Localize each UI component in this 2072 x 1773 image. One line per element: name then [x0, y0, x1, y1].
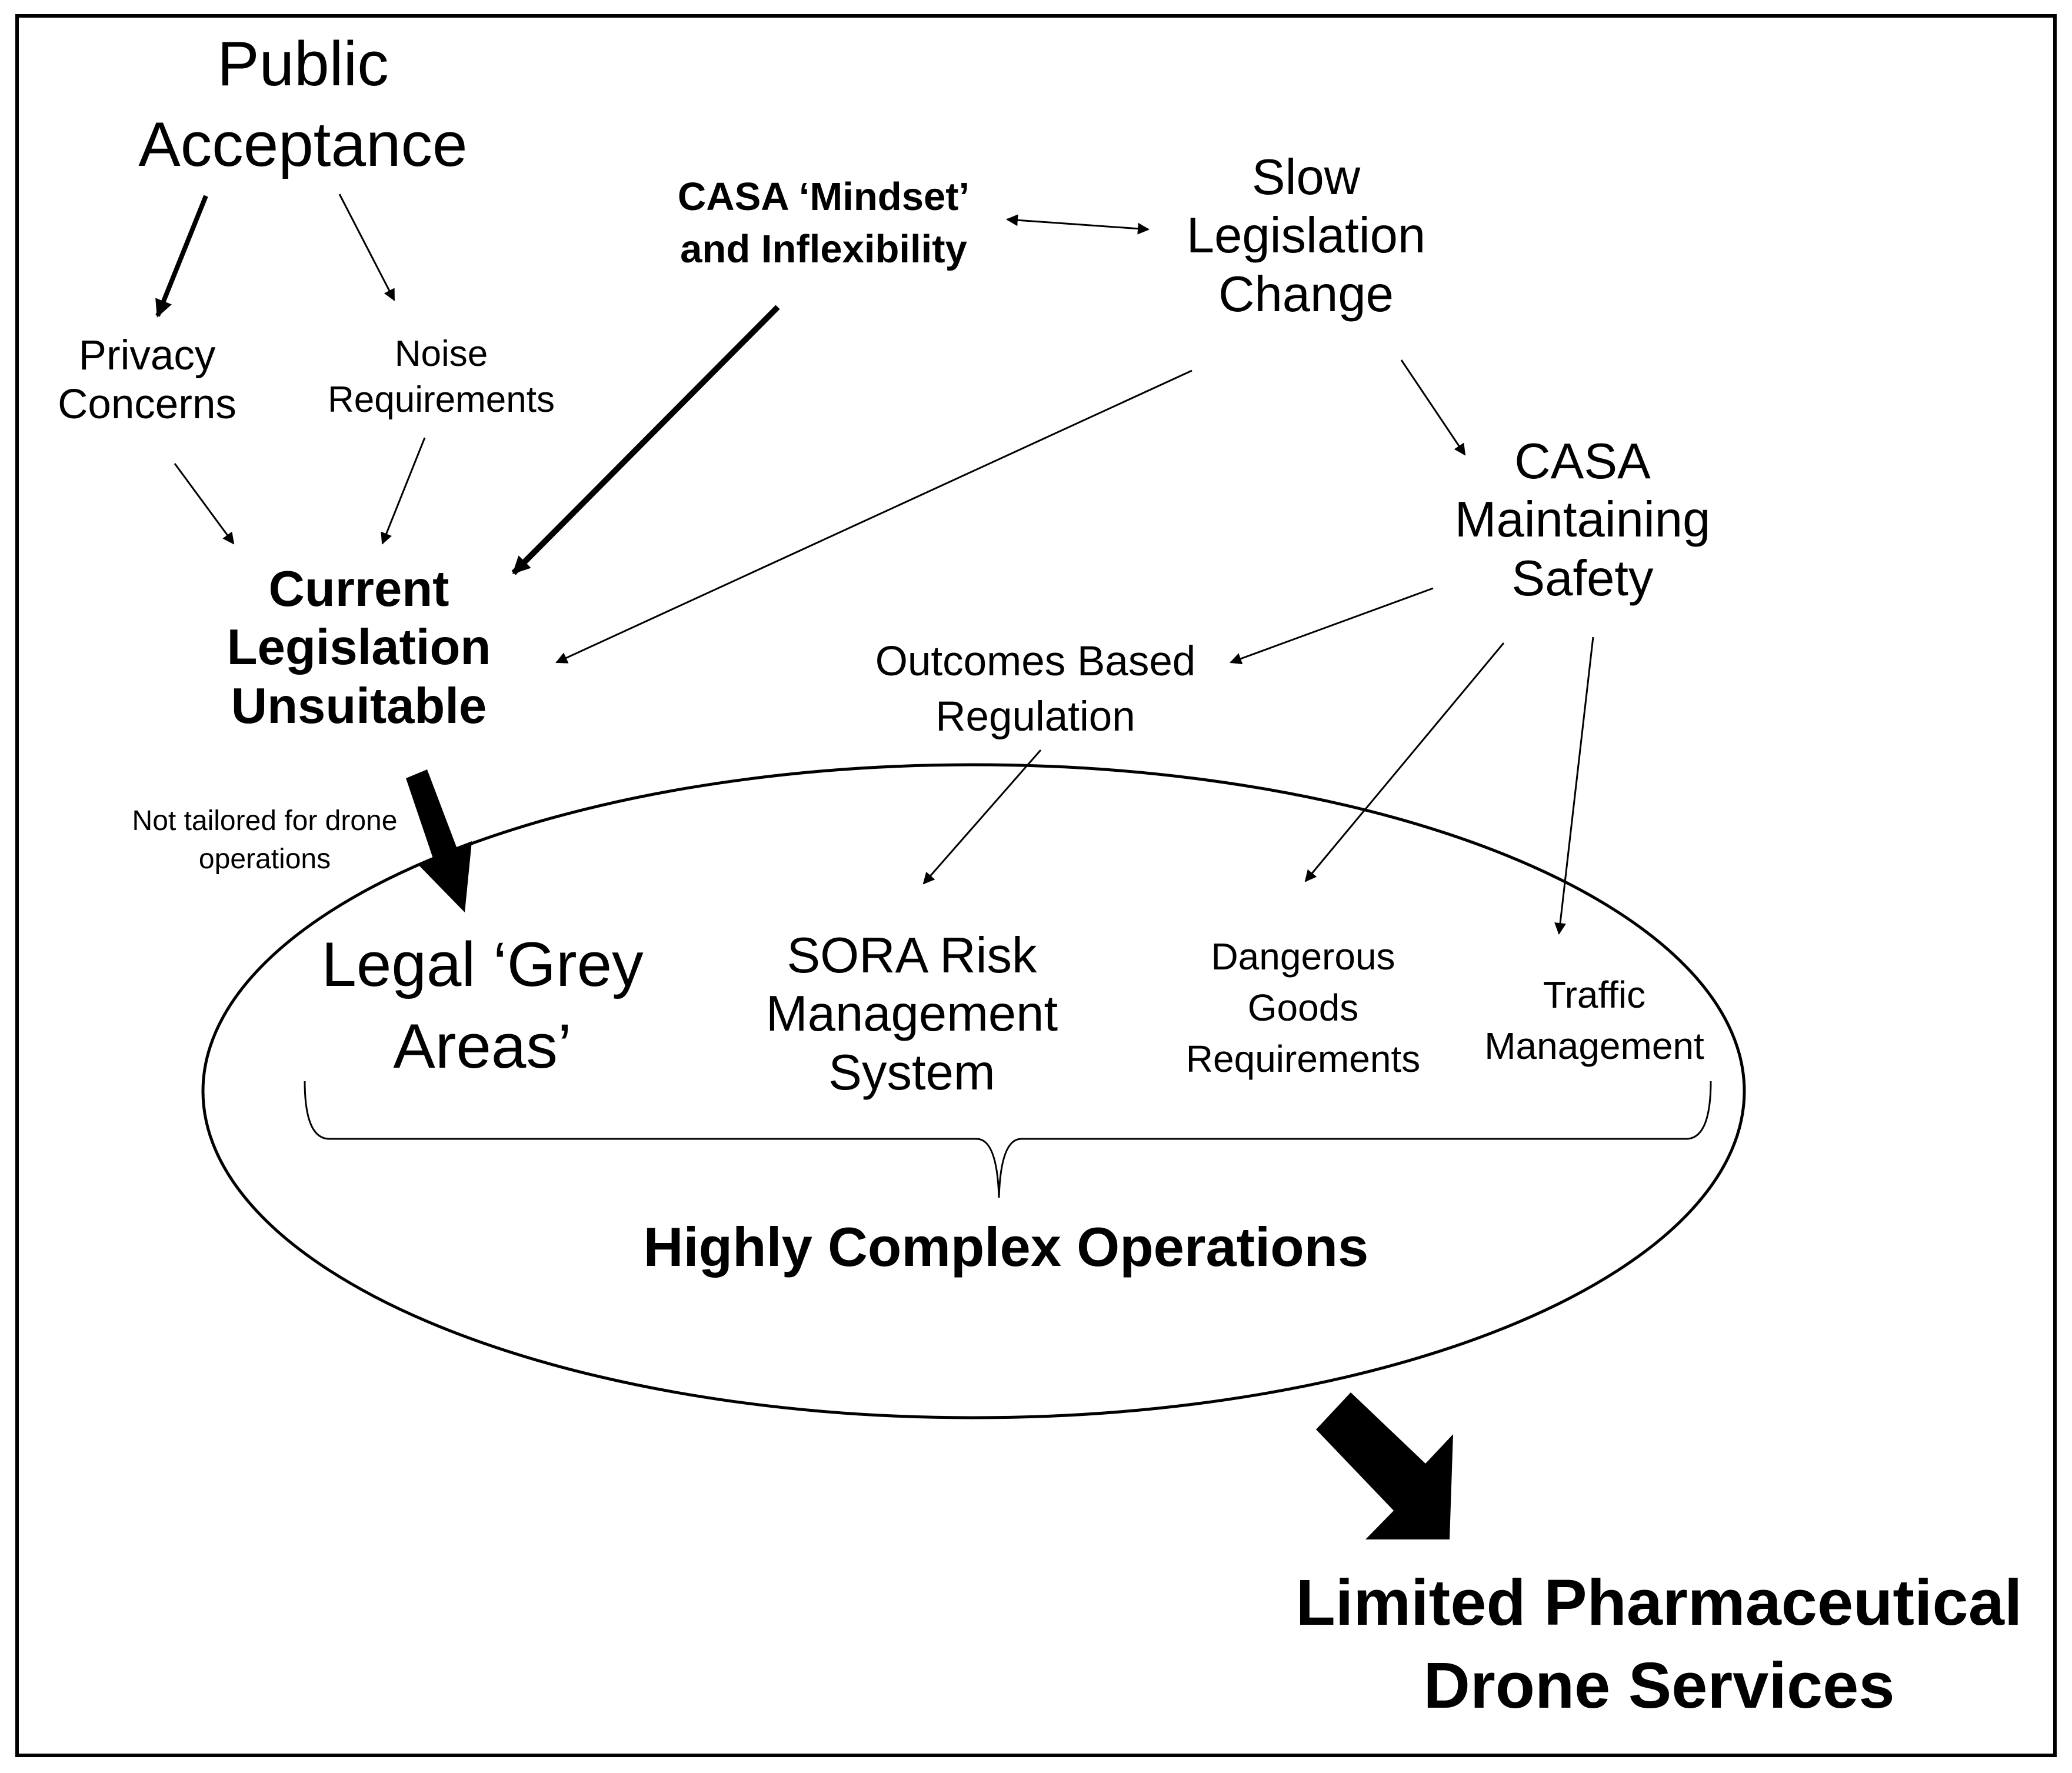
node-line: Privacy	[78, 332, 216, 379]
node-noise-requirements: Noise Requirements	[312, 331, 571, 423]
node-line: Acceptance	[138, 108, 468, 179]
node-casa-safety: CASA Maintaining Safety	[1388, 432, 1777, 608]
arrow-outcomes-to-sora	[922, 749, 1042, 885]
node-line: Drone Services	[1423, 1649, 1895, 1722]
node-line: Requirements	[1185, 1038, 1421, 1081]
node-line: Limited Pharmaceutical	[1295, 1567, 2023, 1639]
node-line: Unsuitable	[231, 678, 487, 734]
node-line: Public	[217, 28, 389, 99]
node-line: SORA Risk	[787, 928, 1037, 984]
node-line: Regulation	[935, 693, 1135, 740]
node-sora: SORA Risk Management System	[735, 927, 1088, 1102]
arrow-slow-to-safety	[1400, 359, 1466, 456]
node-line: Outcomes Based	[875, 638, 1196, 685]
node-public-acceptance: Public Acceptance	[68, 24, 538, 185]
node-dangerous-goods: Dangerous Goods Requirements	[1156, 931, 1450, 1085]
arrow-privacy-to-current	[174, 463, 235, 545]
node-line: Areas’	[393, 1011, 572, 1082]
node-line: Management	[765, 986, 1058, 1042]
node-line: Management	[1484, 1025, 1704, 1068]
node-line: Slow	[1251, 149, 1361, 205]
node-line: Safety	[1511, 550, 1654, 606]
arrow-noise-to-current	[381, 437, 426, 545]
grouping-brace	[304, 1081, 1712, 1198]
node-line: Current	[268, 561, 449, 617]
node-slow-legislation: Slow Legislation Change	[1118, 148, 1494, 324]
node-limited-services: Limited Pharmaceutical Drone Services	[1277, 1562, 2041, 1728]
node-line: Not tailored for drone	[132, 805, 398, 836]
node-line: Legal ‘Grey	[321, 929, 644, 999]
block-arrow-complex-to-limited	[1316, 1392, 1453, 1539]
edge-label-not-tailored: Not tailored for drone operations	[100, 802, 429, 879]
arrow-safety-to-outcomes	[1230, 587, 1434, 665]
arrow-mindset-slow-bidirectional	[1006, 214, 1150, 235]
node-complex-operations: Highly Complex Operations	[600, 1215, 1412, 1279]
arrow-public-to-noise	[338, 194, 395, 301]
diagram-border	[15, 14, 2057, 1757]
node-privacy-concerns: Privacy Concerns	[24, 331, 271, 429]
node-line: Legislation	[1186, 208, 1426, 264]
node-line: System	[828, 1044, 995, 1101]
node-line: and Inflexibility	[680, 227, 967, 272]
node-line: Maintaining	[1454, 492, 1711, 548]
node-line: CASA ‘Mindset’	[677, 175, 970, 219]
arrow-public-to-privacy	[155, 195, 208, 318]
node-line: CASA	[1514, 434, 1651, 489]
node-line: Dangerous	[1211, 935, 1395, 978]
arrow-slow-to-current	[555, 369, 1192, 664]
arrow-safety-to-dangerous	[1304, 642, 1505, 882]
node-line: Highly Complex Operations	[643, 1216, 1369, 1278]
node-line: Legislation	[226, 619, 491, 676]
node-line: Noise	[394, 334, 488, 374]
node-traffic-management: Traffic Management	[1459, 969, 1730, 1072]
node-current-legislation: Current Legislation Unsuitable	[171, 560, 547, 735]
node-line: Goods	[1247, 987, 1359, 1029]
arrow-mindset-to-current	[511, 305, 780, 575]
node-casa-mindset: CASA ‘Mindset’ and Inflexibility	[635, 171, 1012, 275]
node-line: Concerns	[58, 381, 236, 428]
node-outcomes-regulation: Outcomes Based Regulation	[824, 634, 1247, 744]
node-line: Change	[1218, 266, 1394, 322]
node-line: Traffic	[1543, 974, 1646, 1016]
node-grey-areas: Legal ‘Grey Areas’	[271, 924, 694, 1087]
arrow-safety-to-traffic	[1554, 636, 1594, 935]
node-line: Requirements	[328, 379, 555, 421]
complex-operations-ellipse	[201, 763, 1746, 1419]
node-line: operations	[198, 844, 331, 875]
block-arrow-current-to-grey	[406, 769, 472, 912]
